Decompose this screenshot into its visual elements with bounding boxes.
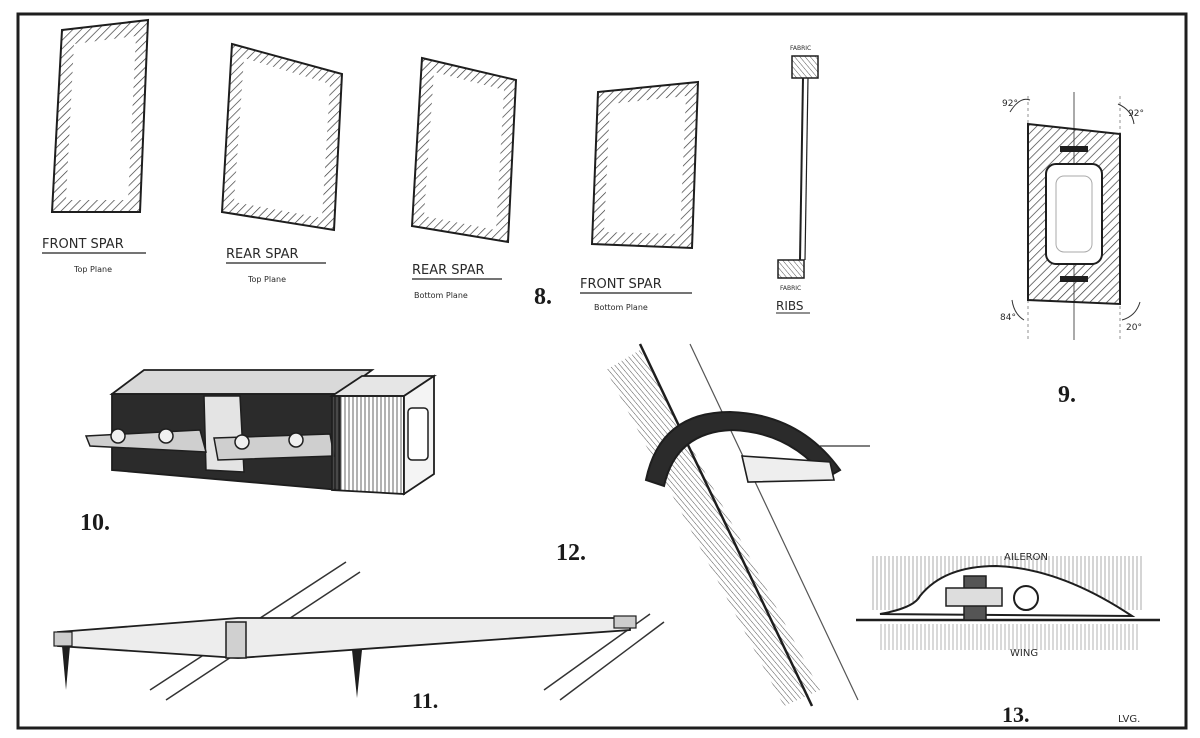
bolt-head: [234, 434, 250, 450]
fig13-aileron-hinge: AILERON WING: [856, 552, 1160, 659]
rib-web: [804, 77, 809, 261]
fitting-tongue: [740, 455, 835, 483]
fabric-top-label: FABRIC: [790, 45, 811, 52]
fig10-spar-clamp: [84, 369, 437, 496]
bolt-mark: [1060, 276, 1088, 282]
angle-label: 20°: [1126, 323, 1142, 333]
angle-label: 92°: [1002, 99, 1018, 109]
spar-section-core: [234, 58, 330, 218]
wing-label: WING: [1010, 648, 1038, 659]
lever-tip: [613, 615, 637, 629]
fig9-number: 9.: [1058, 382, 1076, 408]
bolt-head: [110, 428, 126, 444]
angle-arc: [1117, 103, 1135, 125]
spar-section-core: [424, 72, 504, 230]
hinge-clamp: [945, 587, 1003, 607]
fig12-strut-socket: [606, 343, 870, 707]
spar-sub: Top Plane: [73, 265, 112, 274]
lever-boss: [225, 621, 247, 659]
aileron-profile: [879, 564, 1136, 618]
rib-bottom-flange: [777, 259, 805, 279]
angle-arc: [1011, 299, 1025, 321]
support-spike: [62, 646, 70, 690]
fig8-spar-rear-top: REAR SPAR Top Plane: [220, 42, 344, 284]
spar-top-face: [109, 369, 375, 395]
angle-arc: [1121, 301, 1141, 321]
rib-web: [799, 77, 804, 261]
aileron-label: AILERON: [1004, 552, 1048, 563]
clamp-band: [203, 395, 245, 473]
fig10-number: 10.: [80, 510, 110, 536]
fitting-slot: [1045, 163, 1103, 265]
ribs-label: RIBS: [776, 299, 804, 313]
strut-edge: [638, 343, 814, 707]
fig8-rib-section: FABRIC FABRIC RIBS: [776, 45, 819, 314]
wing-surface-shade: [606, 350, 820, 706]
rib-top-flange: [791, 55, 819, 79]
angle-label: 92°: [1128, 109, 1144, 119]
fig13-number: 13.: [1002, 702, 1030, 727]
fig12-number: 12.: [556, 540, 586, 566]
strut-edge: [689, 343, 859, 701]
end-socket: [407, 407, 429, 461]
fig8-spar-front-top: FRONT SPAR Top Plane: [42, 18, 150, 274]
slot-inner: [1055, 175, 1093, 253]
bolt-head: [288, 432, 304, 448]
bracket-right: [213, 433, 335, 461]
end-block-front: [331, 395, 405, 495]
wing-shade: [880, 624, 1140, 650]
bolt-mark: [1060, 146, 1088, 152]
spar-sub: Bottom Plane: [594, 303, 648, 312]
fig11-lever: [53, 561, 665, 701]
bolt-head: [158, 428, 174, 444]
hinge-eye: [1013, 585, 1039, 611]
fig8-number: 8.: [534, 284, 552, 310]
artist-signature: LVG.: [1118, 714, 1140, 725]
angle-arc: [1009, 98, 1031, 113]
fig8-spar-front-bottom: FRONT SPAR Bottom Plane: [580, 80, 700, 312]
spar-section-core: [604, 96, 686, 234]
frame-rail: [559, 621, 665, 701]
fabric-bottom-label: FABRIC: [780, 285, 801, 292]
socket-hood: [644, 410, 842, 488]
spar-name: REAR SPAR: [226, 247, 299, 262]
spar-sub: Top Plane: [247, 275, 286, 284]
spar-name: FRONT SPAR: [42, 237, 124, 252]
lever-tip: [53, 631, 73, 647]
fig8-spar-rear-bottom: REAR SPAR Bottom Plane: [410, 56, 518, 300]
spar-name: REAR SPAR: [412, 263, 485, 278]
spar-sub: Bottom Plane: [414, 291, 468, 300]
spar-name: FRONT SPAR: [580, 277, 662, 292]
angle-label: 84°: [1000, 313, 1016, 323]
fig9-fitting: 92° 92° 84° 20°: [1000, 92, 1144, 340]
spar-section-core: [66, 36, 136, 200]
support-spike: [352, 650, 362, 698]
fig11-number: 11.: [412, 688, 438, 713]
